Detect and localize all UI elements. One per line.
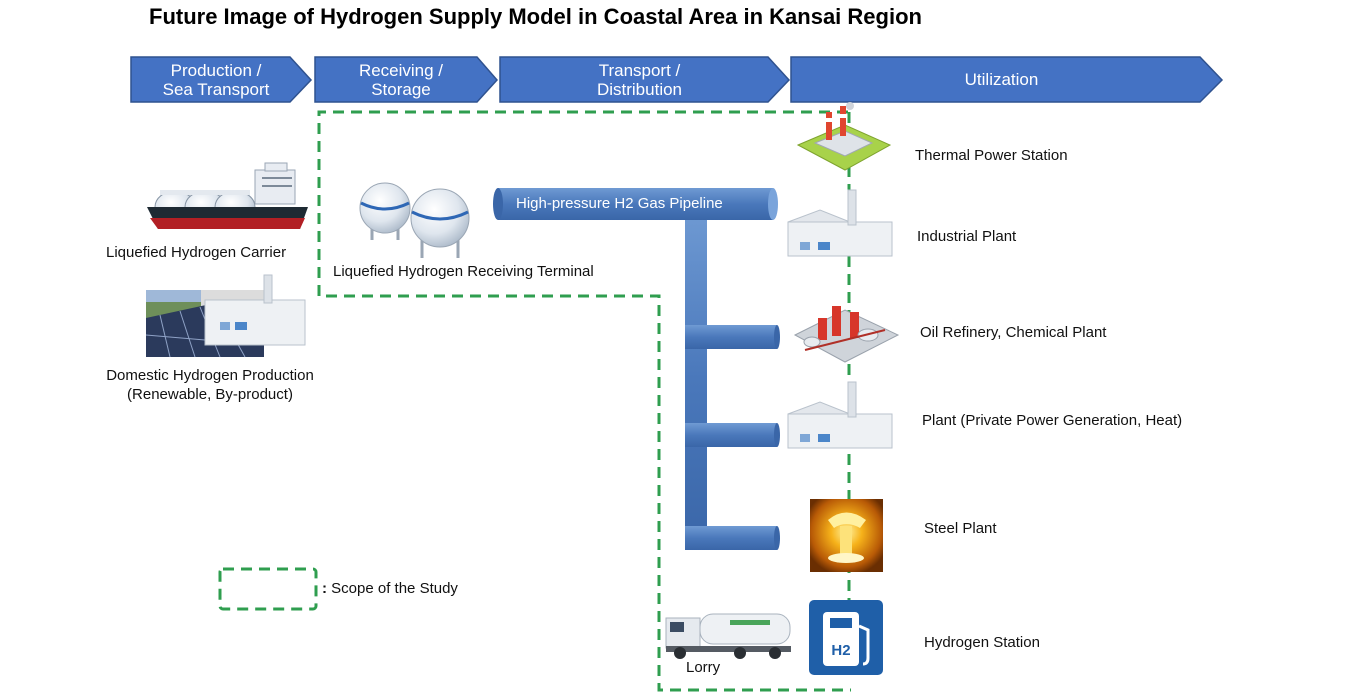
h2-badge: H2 (831, 642, 850, 659)
stage-label-production: Production / Sea Transport (162, 61, 270, 99)
user-steel-plant: Steel Plant (924, 520, 997, 537)
legend-text: : Scope of the Study (322, 579, 458, 598)
factory-icon-2 (787, 381, 893, 449)
domestic-production-label: Domestic Hydrogen Production (Renewable,… (106, 367, 314, 403)
lorry-label: Lorry (686, 659, 721, 676)
pipeline-graphic (493, 188, 780, 550)
stage-label-utilization: Utilization (964, 70, 1039, 89)
molten-steel-icon (810, 499, 883, 572)
chevron-production (130, 56, 313, 103)
user-refinery: Oil Refinery, Chemical Plant (920, 324, 1107, 341)
user-thermal-power: Thermal Power Station (915, 147, 1068, 164)
storage-tank-icon (359, 182, 470, 258)
legend-marker: : (322, 580, 327, 597)
carrier-label: Liquefied Hydrogen Carrier (106, 244, 287, 261)
pipeline-label: High-pressure H2 Gas Pipeline (516, 195, 723, 212)
stage-label-receiving: Receiving / Storage (358, 61, 444, 99)
power-station-icon (796, 102, 892, 171)
user-hydrogen-station: Hydrogen Station (924, 634, 1040, 651)
factory-icon (787, 189, 893, 257)
lorry-icon (665, 613, 791, 659)
legend-scope-label: Scope of the Study (331, 580, 458, 597)
terminal-label: Liquefied Hydrogen Receiving Terminal (333, 263, 594, 280)
refinery-icon (793, 306, 900, 363)
hydrogen-station-icon: H2 (809, 600, 883, 675)
solar-plant-icon (145, 274, 306, 358)
chevron-transport (499, 56, 791, 103)
diagram-title: Future Image of Hydrogen Supply Model in… (149, 4, 922, 29)
chevron-utilization (790, 56, 1224, 103)
user-private-plant: Plant (Private Power Generation, Heat) (922, 412, 1183, 429)
stage-label-transport: Transport / Distribution (596, 61, 683, 99)
chevron-receiving (314, 56, 499, 103)
stage-chevrons (130, 56, 1224, 103)
ship-icon (147, 162, 308, 229)
legend-dashed-box (218, 567, 318, 611)
user-industrial-plant: Industrial Plant (917, 228, 1017, 245)
